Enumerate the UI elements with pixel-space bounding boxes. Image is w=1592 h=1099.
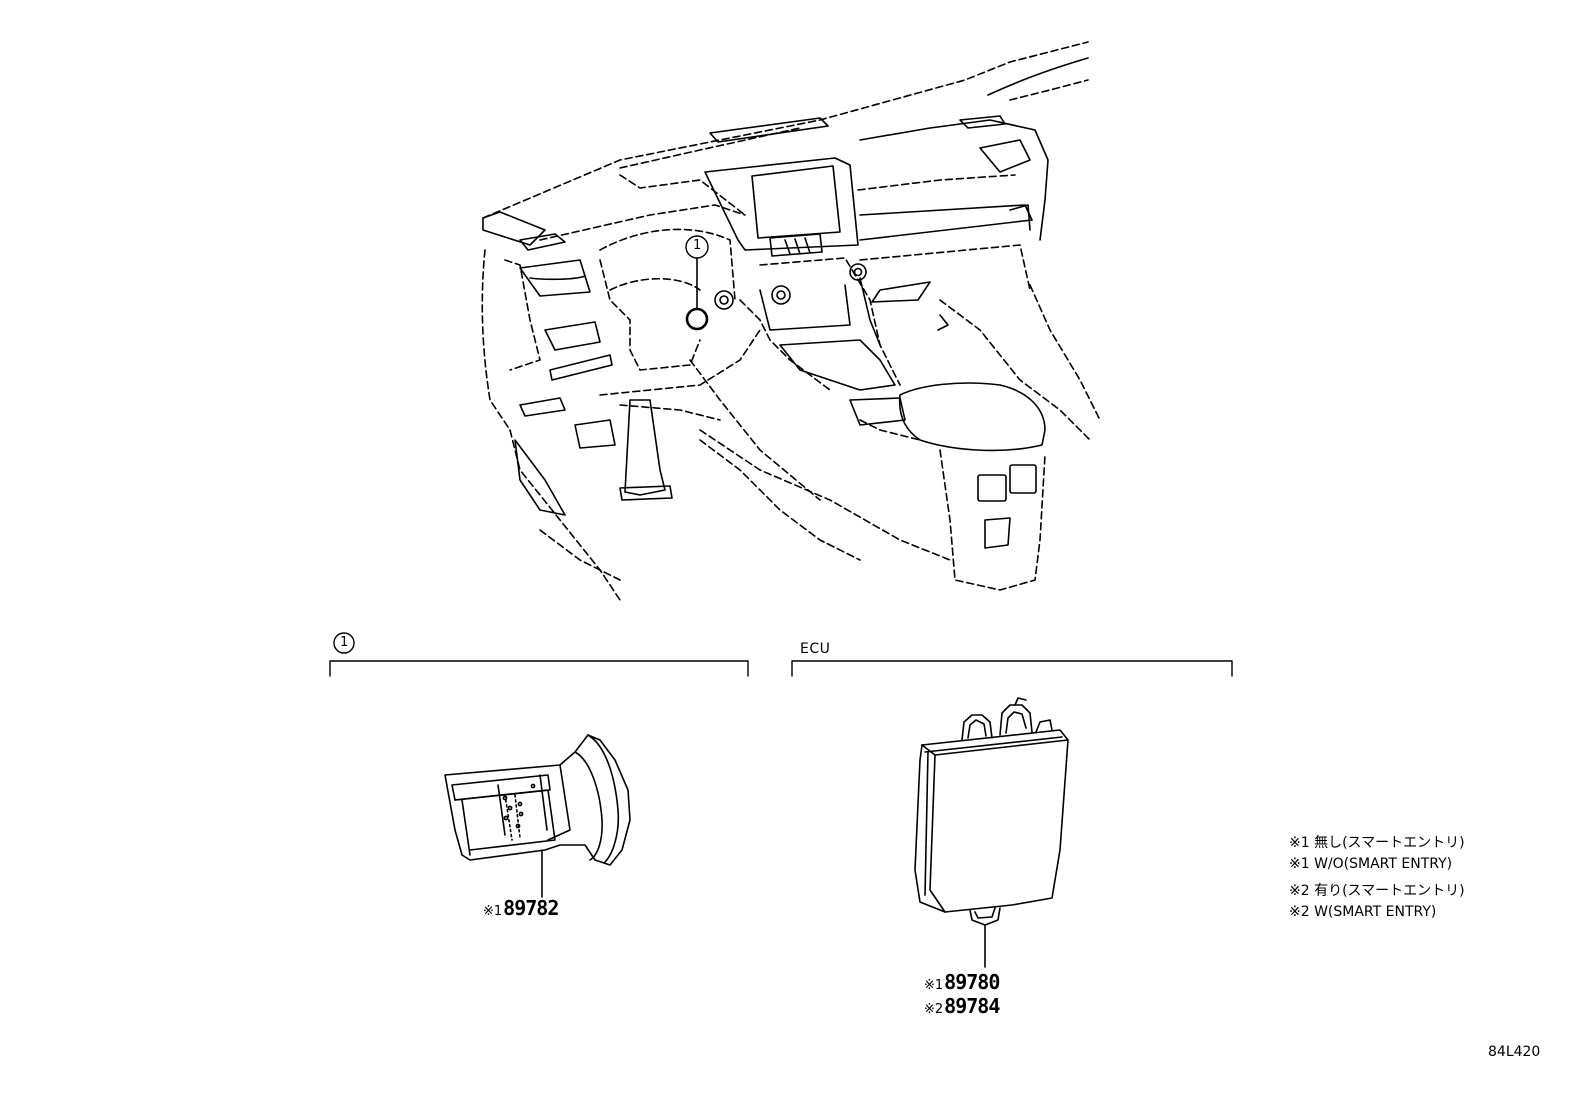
part-number-switch[interactable]: ※189782 [483, 896, 559, 920]
note-line: ※1 W/O(SMART ENTRY) [1289, 856, 1453, 872]
group-bracket-ecu [791, 660, 1233, 677]
ecu-part-drawing [914, 697, 1069, 968]
diagram-reference: 84L420 [1488, 1044, 1541, 1060]
group-label-switch: 1 [340, 635, 349, 650]
variant-notes: ※1 無し(スマートエントリ) ※1 W/O(SMART ENTRY) ※2 有… [1289, 832, 1465, 928]
part-number: 89780 [944, 970, 1000, 994]
part-number: 89784 [944, 994, 1000, 1018]
variant-mark: ※1 [924, 978, 944, 993]
group-bracket-switch [329, 632, 749, 677]
switch-part-drawing [444, 734, 631, 898]
variant-mark: ※2 [924, 1002, 944, 1017]
part-number: 89782 [503, 896, 559, 920]
note-line: ※2 有り(スマートエントリ) [1289, 883, 1465, 899]
group-label-ecu: ECU [800, 641, 831, 657]
part-number-ecu-2[interactable]: ※289784 [924, 994, 1000, 1018]
note-line: ※2 W(SMART ENTRY) [1289, 904, 1437, 920]
variant-mark: ※1 [483, 904, 503, 919]
note-line: ※1 無し(スマートエントリ) [1289, 835, 1465, 851]
part-number-ecu-1[interactable]: ※189780 [924, 970, 1000, 994]
callout-number: 1 [693, 238, 702, 253]
dashboard-illustration [481, 41, 1101, 601]
